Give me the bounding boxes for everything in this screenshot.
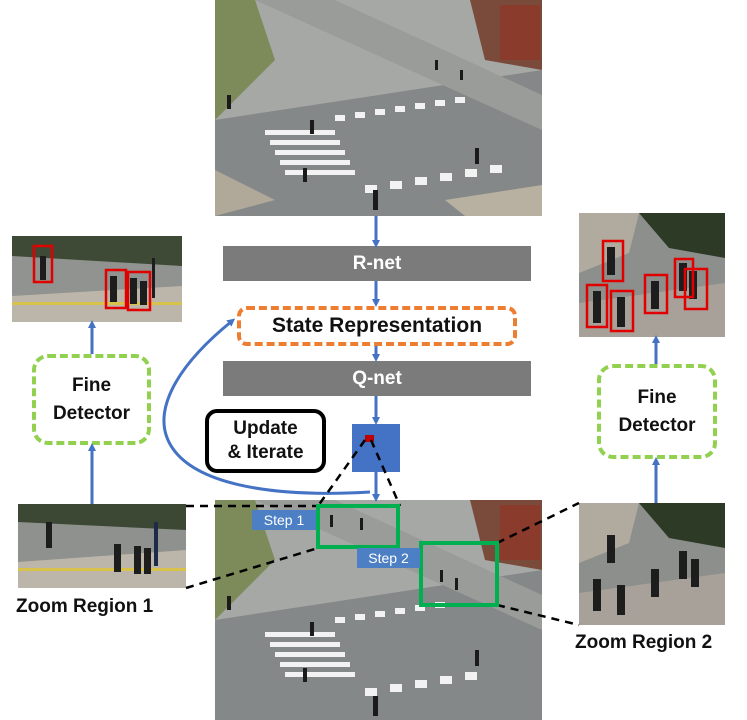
- zoom-region-1-caption: Zoom Region 1: [16, 596, 154, 617]
- fine-detector-right: Fine Detector: [597, 364, 717, 459]
- step-2-label: Step 2: [357, 548, 420, 568]
- zoom-region-2-image: [579, 503, 725, 625]
- state-representation-box: State Representation: [237, 306, 517, 346]
- update-iterate-box: Update & Iterate: [205, 409, 326, 473]
- action-marker: [365, 435, 374, 442]
- q-net-block: Q-net: [223, 361, 531, 396]
- detection-image-left: [12, 236, 182, 322]
- top-scene-image: [215, 0, 542, 216]
- fine-detector-right-line1: Fine: [637, 386, 677, 408]
- iterate-label: & Iterate: [227, 442, 304, 463]
- zoom-region-2-caption: Zoom Region 2: [575, 632, 713, 653]
- fine-detector-left: Fine Detector: [32, 354, 151, 445]
- bottom-scene-image: [215, 500, 542, 720]
- fine-detector-left-line1: Fine: [71, 374, 112, 396]
- detection-image-right: [579, 213, 725, 337]
- step-1-label: Step 1: [252, 510, 316, 530]
- state-representation-label: State Representation: [271, 314, 483, 337]
- fine-detector-left-line2: Detector: [52, 402, 131, 424]
- update-label: Update: [233, 418, 298, 439]
- action-square: [352, 424, 400, 472]
- zoom-region-1-image: [18, 504, 186, 588]
- r-net-block: R-net: [223, 246, 531, 281]
- fine-detector-right-line2: Detector: [618, 414, 696, 436]
